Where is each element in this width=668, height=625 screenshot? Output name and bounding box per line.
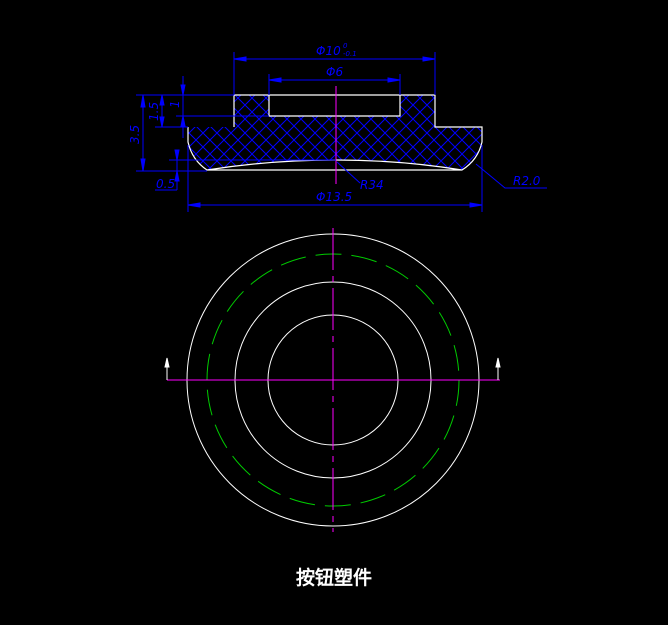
section-marker-right: [495, 357, 501, 380]
top-view: [164, 228, 501, 532]
dim-dome-0-5: 0.5: [156, 177, 175, 191]
dim-height-3-5: 3.5: [128, 125, 142, 144]
drawing-title: 按钮塑件: [295, 567, 372, 589]
dim-dia-10-tol-lower: -0.1: [343, 50, 357, 58]
dimension-labels: Φ10 0 -0.1 Φ6 3.5 1.5 1 0.5 Φ13.5 R34 R2…: [128, 42, 541, 204]
dim-depth-1: 1: [168, 100, 182, 108]
dim-dia-13-5: Φ13.5: [316, 190, 352, 204]
section-hatch: [188, 95, 482, 170]
dim-dia-10: Φ10: [316, 44, 341, 58]
dim-r34: R34: [360, 178, 384, 192]
dim-dia-10-tol-upper: 0: [343, 42, 348, 50]
dim-height-1-5: 1.5: [147, 102, 161, 121]
dimensions: [136, 52, 547, 212]
section-marker-left: [164, 357, 170, 380]
dim-dia-6: Φ6: [326, 65, 343, 79]
dim-r2: R2.0: [513, 174, 541, 188]
section-view: [187, 86, 483, 184]
dimension-arrows: [140, 56, 483, 208]
